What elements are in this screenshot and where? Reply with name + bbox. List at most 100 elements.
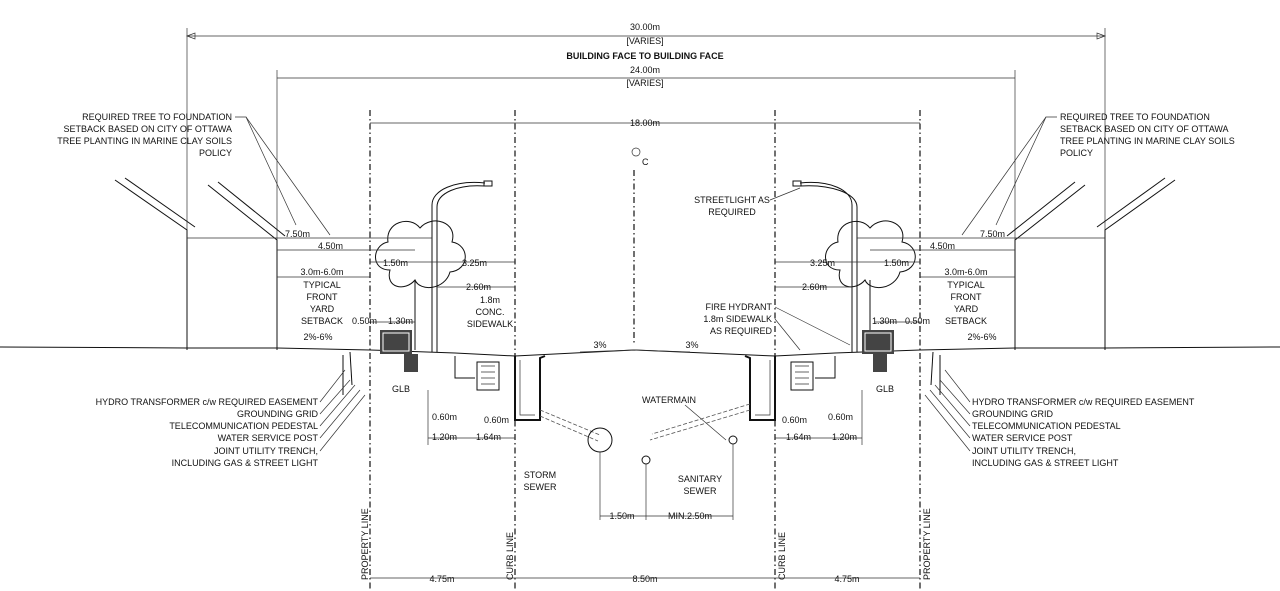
dim-right-2_60: 2.60m xyxy=(802,282,827,292)
right-utility-2: GROUNDING GRID xyxy=(972,409,1054,419)
right-yard-4: SETBACK xyxy=(945,316,987,326)
right-yard-1: TYPICAL xyxy=(947,280,985,290)
left-yard-3: YARD xyxy=(310,304,335,314)
dim-left-0_50: 0.50m xyxy=(352,316,377,326)
streetlight-note-1: STREETLIGHT AS xyxy=(694,195,770,205)
right-tree-note-3: TREE PLANTING IN MARINE CLAY SOILS xyxy=(1060,136,1235,146)
dim-right-yard: 3.0m-6.0m xyxy=(944,267,987,277)
left-utility-1: HYDRO TRANSFORMER c/w REQUIRED EASEMENT xyxy=(96,397,319,407)
dim-left-yard: 3.0m-6.0m xyxy=(300,267,343,277)
dim-bottom-left-4_75: 4.75m xyxy=(429,574,454,584)
dimension-18m: 18.00m xyxy=(370,118,920,128)
dim-left-4_50: 4.50m xyxy=(318,241,343,251)
left-tree-note-1: REQUIRED TREE TO FOUNDATION xyxy=(82,112,232,122)
right-curb-line-label: CURB LINE xyxy=(777,532,787,580)
left-tree xyxy=(375,220,466,350)
left-buildings xyxy=(114,177,286,350)
right-yard-3: YARD xyxy=(954,304,979,314)
right-buildings xyxy=(1006,177,1176,350)
storm-label-1: STORM xyxy=(524,470,556,480)
left-inner-dimensions: 7.50m 4.50m 1.50m 3.25m 3.0m-6.0m TYPICA… xyxy=(187,229,515,445)
dim-right-1_20: 1.20m xyxy=(832,432,857,442)
left-sidewalk-2: CONC. xyxy=(476,307,505,317)
right-tree-note-4: POLICY xyxy=(1060,148,1093,158)
right-property-line-label: PROPERTY LINE xyxy=(922,508,932,580)
dim-left-1_50: 1.50m xyxy=(383,258,408,268)
dim-24m-label: 24.00m xyxy=(630,65,660,75)
right-utility-5: JOINT UTILITY TRENCH, xyxy=(972,446,1076,456)
right-tree-note-2: SETBACK BASED ON CITY OF OTTAWA xyxy=(1060,124,1229,134)
left-property-line-label: PROPERTY LINE xyxy=(360,508,370,580)
dim-bottom-8_50: 8.50m xyxy=(632,574,657,584)
sanitary-sewer-pipe xyxy=(641,455,651,465)
hydrant-note-2: 1.8m SIDEWALK xyxy=(703,314,772,324)
sanitary-label-1: SANITARY xyxy=(678,474,722,484)
dim-left-1_30: 1.30m xyxy=(388,316,413,326)
dimension-24m: 24.00m [VARIES] xyxy=(276,65,1016,350)
right-glb: GLB xyxy=(876,384,894,394)
right-tree-note: REQUIRED TREE TO FOUNDATION SETBACK BASE… xyxy=(961,112,1235,236)
dim-left-0_60a: 0.60m xyxy=(432,412,457,422)
centre-pipes: 1.50m MIN.2.50m WATERMAIN STORM SEWER SA… xyxy=(523,395,751,521)
dim-left-3_25: 3.25m xyxy=(462,258,487,268)
dim-right-1_50: 1.50m xyxy=(884,258,909,268)
left-tree-note-2: SETBACK BASED ON CITY OF OTTAWA xyxy=(63,124,232,134)
dim-left-1_20: 1.20m xyxy=(432,432,457,442)
dim-left-7_50: 7.50m xyxy=(285,229,310,239)
watermain-label: WATERMAIN xyxy=(642,395,696,405)
right-streetlight-note: STREETLIGHT AS REQUIRED xyxy=(694,187,801,217)
left-utilities xyxy=(342,330,546,421)
left-sidewalk-3: SIDEWALK xyxy=(467,319,513,329)
dim-24m-varies: [VARIES] xyxy=(626,78,663,88)
right-utility-3: TELECOMMUNICATION PEDESTAL xyxy=(972,421,1121,431)
left-utility-5: JOINT UTILITY TRENCH, xyxy=(214,446,318,456)
right-tree-note-1: REQUIRED TREE TO FOUNDATION xyxy=(1060,112,1210,122)
dim-18m-label: 18.00m xyxy=(630,118,660,128)
centerline-label: C xyxy=(642,157,649,167)
left-tree-note-3: TREE PLANTING IN MARINE CLAY SOILS xyxy=(57,136,232,146)
hydrant-note-1: FIRE HYDRANT xyxy=(705,302,772,312)
dim-30m-label: 30.00m xyxy=(630,22,660,32)
right-hydrant-note: FIRE HYDRANT 1.8m SIDEWALK AS REQUIRED xyxy=(703,302,851,351)
storm-san-spacing: 1.50m xyxy=(609,511,634,521)
dim-left-0_60b: 0.60m xyxy=(484,415,509,425)
dim-right-4_50: 4.50m xyxy=(930,241,955,251)
ground-surface: 3% 3% 2%-6% 2%-6% xyxy=(0,332,1280,357)
left-utility-6: INCLUDING GAS & STREET LIGHT xyxy=(172,458,319,468)
yard-slope-left: 2%-6% xyxy=(303,332,332,342)
left-yard-4: SETBACK xyxy=(301,316,343,326)
dimension-30m: 30.00m [VARIES] BUILDING FACE TO BUILDIN… xyxy=(186,22,1106,350)
road-slope-left: 3% xyxy=(593,340,606,350)
left-utility-callouts: HYDRO TRANSFORMER c/w REQUIRED EASEMENT … xyxy=(96,369,366,468)
right-inner-dimensions: 7.50m 4.50m 3.25m 1.50m 3.0m-6.0m TYPICA… xyxy=(775,229,1105,445)
left-glb: GLB xyxy=(392,384,410,394)
yard-slope-right: 2%-6% xyxy=(967,332,996,342)
left-yard-1: TYPICAL xyxy=(303,280,341,290)
dim-right-1_30: 1.30m xyxy=(872,316,897,326)
dim-right-7_50: 7.50m xyxy=(980,229,1005,239)
san-wm-spacing: MIN.2.50m xyxy=(668,511,712,521)
dim-bottom-right-4_75: 4.75m xyxy=(834,574,859,584)
dim-right-0_60a: 0.60m xyxy=(782,415,807,425)
road-slope-right: 3% xyxy=(685,340,698,350)
left-tree-note-4: POLICY xyxy=(199,148,232,158)
building-face-label: BUILDING FACE TO BUILDING FACE xyxy=(566,51,723,61)
right-utility-callouts: HYDRO TRANSFORMER c/w REQUIRED EASEMENT … xyxy=(924,369,1195,468)
dim-30m-varies: [VARIES] xyxy=(626,36,663,46)
storm-label-2: SEWER xyxy=(523,482,557,492)
dim-left-1_64: 1.64m xyxy=(476,432,501,442)
dim-left-2_60: 2.60m xyxy=(466,282,491,292)
left-utility-2: GROUNDING GRID xyxy=(237,409,319,419)
centerline-symbol: C xyxy=(631,147,649,345)
left-sidewalk-1: 1.8m xyxy=(480,295,500,305)
dim-right-3_25: 3.25m xyxy=(810,258,835,268)
right-utility-4: WATER SERVICE POST xyxy=(972,433,1073,443)
streetlight-note-2: REQUIRED xyxy=(708,207,756,217)
left-utility-3: TELECOMMUNICATION PEDESTAL xyxy=(169,421,318,431)
left-streetlight xyxy=(431,180,493,352)
left-curb-line-label: CURB LINE xyxy=(505,532,515,580)
dim-right-0_50: 0.50m xyxy=(905,316,930,326)
watermain-pipe xyxy=(728,435,738,445)
